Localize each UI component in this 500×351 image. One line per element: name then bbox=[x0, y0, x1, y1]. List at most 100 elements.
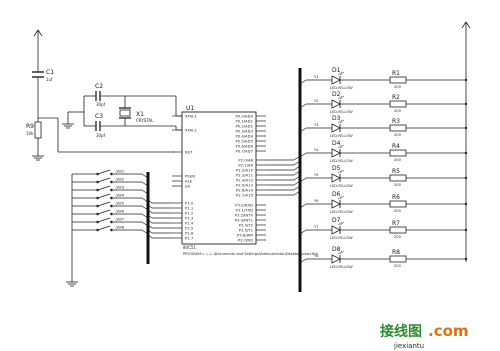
resistor-value-1: 200 bbox=[394, 85, 402, 89]
led-ref-8: D8 bbox=[332, 246, 341, 253]
mcu-pin-right_p3-1: P3.1/TXD bbox=[236, 208, 254, 213]
led-symbol bbox=[331, 123, 341, 133]
mcu-pin-left-2: RST bbox=[185, 150, 193, 155]
vcc-rail-right bbox=[461, 21, 471, 262]
switch-lever bbox=[97, 193, 111, 199]
switch-lever bbox=[97, 201, 111, 207]
resistor-body bbox=[389, 174, 407, 182]
resistor-ref-8: R8 bbox=[392, 249, 400, 256]
led-net-4: Y4 bbox=[314, 148, 319, 152]
c3-value: 30pf bbox=[96, 133, 106, 138]
resistor-value-2: 200 bbox=[394, 109, 402, 113]
mcu-pin-right_p2-0: P2.0/A8 bbox=[238, 158, 253, 163]
switch-lever bbox=[97, 225, 111, 231]
resistor-value-3: 200 bbox=[394, 133, 402, 137]
led-symbol bbox=[331, 148, 341, 158]
mcu-pin-right_p2-2: P2.2/A10 bbox=[236, 168, 254, 173]
switch-contact bbox=[110, 212, 113, 216]
mcu-pin-right_p0-0: P0.0/AD0 bbox=[235, 114, 253, 119]
led-net-1: Y1 bbox=[314, 75, 318, 79]
mcu-pin-right_p3-5: P3.5/T1 bbox=[239, 228, 254, 233]
resistor-value-4: 200 bbox=[394, 158, 402, 162]
resistor-value-7: 200 bbox=[394, 235, 402, 239]
mcu-pin-right_p3-2: P3.2/INT0 bbox=[235, 213, 254, 218]
x1-value: CRYSTAL bbox=[136, 118, 154, 123]
switch-label-0: SW1 bbox=[116, 170, 124, 174]
switch-contact bbox=[110, 180, 113, 184]
led-ref-1: D1 bbox=[332, 67, 341, 74]
led-type-1: LED-YELLOW bbox=[330, 86, 353, 90]
switch-contact bbox=[110, 204, 113, 208]
mcu-pin-right_p2-7: P2.7/A15 bbox=[236, 193, 254, 198]
led-type-4: LED-YELLOW bbox=[330, 159, 353, 163]
mcu-pin-right_p3-3: P3.3/INT1 bbox=[235, 218, 254, 223]
mcu-pin-right_p3-7: P3.7/RD bbox=[238, 238, 253, 243]
mcu-pin-right_p0-4: P0.4/AD4 bbox=[235, 134, 253, 139]
resistor-value-6: 200 bbox=[394, 209, 402, 213]
switch-lever bbox=[97, 177, 111, 183]
mcu-u1-body bbox=[181, 111, 257, 245]
led-symbol bbox=[331, 199, 341, 209]
u1-part: 80C51 bbox=[183, 245, 196, 250]
switch-common bbox=[66, 174, 78, 287]
mcu-pin-right_p3-0: P3.0/RXD bbox=[235, 203, 253, 208]
led-symbol bbox=[331, 99, 341, 109]
switch-lever bbox=[97, 209, 111, 215]
watermark-en: jiexiantu bbox=[393, 342, 424, 350]
resistor-body bbox=[389, 200, 407, 208]
led-net-2: Y2 bbox=[314, 99, 318, 103]
mcu-pin-right_p0-2: P0.2/AD2 bbox=[235, 124, 253, 129]
led-ref-5: D5 bbox=[332, 165, 341, 172]
mcu-pin-left-8: P1.2 bbox=[185, 211, 194, 216]
switch-contact bbox=[110, 220, 113, 224]
resistor-ref-4: R4 bbox=[392, 143, 400, 150]
p2-bus-wires bbox=[266, 155, 301, 196]
u1-program: PROGRAM=..\..\..\Documents and Settings\… bbox=[183, 252, 318, 256]
c3-ref: C3 bbox=[95, 113, 103, 120]
resistor-body bbox=[389, 226, 407, 234]
vcc-arrow-left bbox=[33, 29, 43, 37]
switch-label-5: SW6 bbox=[116, 210, 125, 214]
mcu-pin-left-11: P1.5 bbox=[185, 226, 194, 231]
mcu-pin-right_p0-3: P0.3/AD3 bbox=[235, 129, 253, 134]
resistor-body bbox=[389, 76, 407, 84]
mcu-pin-right_p0-6: P0.6/AD6 bbox=[235, 144, 253, 149]
r9-value: 10k bbox=[26, 131, 34, 136]
mcu-pin-left-10: P1.4 bbox=[185, 221, 194, 226]
mcu-pin-left-4: ALE bbox=[185, 179, 193, 184]
led-ref-2: D2 bbox=[332, 91, 341, 98]
switch-label-6: SW7 bbox=[116, 218, 124, 222]
switch-label-1: SW2 bbox=[116, 178, 124, 182]
switch-contact bbox=[96, 228, 99, 232]
switch-label-7: SW8 bbox=[116, 226, 125, 230]
switch-lever bbox=[97, 169, 111, 175]
switch-contact bbox=[96, 204, 99, 208]
led-symbol bbox=[331, 173, 341, 183]
switch-contact bbox=[96, 196, 99, 200]
switch-contact bbox=[96, 220, 99, 224]
u1-ref: U1 bbox=[186, 105, 194, 112]
resistor-ref-6: R6 bbox=[392, 194, 400, 201]
mcu-pin-left-6: P1.0 bbox=[185, 201, 194, 206]
mcu-pin-left-13: P1.7 bbox=[185, 236, 194, 241]
led-type-8: LED-YELLOW bbox=[330, 265, 353, 269]
resistor-value-8: 200 bbox=[394, 264, 402, 268]
watermark-cn: 接线图 bbox=[380, 323, 422, 340]
c1-value: 1uf bbox=[46, 77, 53, 82]
resistor-value-5: 200 bbox=[394, 183, 402, 187]
led-type-5: LED-YELLOW bbox=[330, 184, 353, 188]
watermark-com: .com bbox=[428, 322, 469, 340]
switch-lever bbox=[97, 217, 111, 223]
mcu-pin-left-3: PSEN bbox=[185, 174, 195, 179]
c1-ref: C1 bbox=[46, 69, 54, 76]
switch-contact bbox=[96, 180, 99, 184]
led-net-6: Y6 bbox=[314, 199, 319, 203]
mcu-pin-right_p0-5: P0.5/AD5 bbox=[235, 139, 253, 144]
c2-value: 30pf bbox=[96, 102, 106, 107]
